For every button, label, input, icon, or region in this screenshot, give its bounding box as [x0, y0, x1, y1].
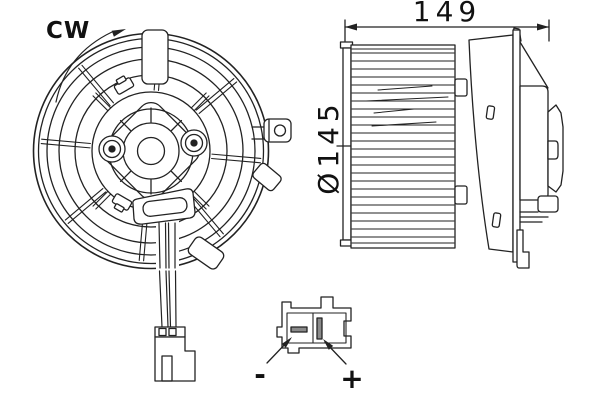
diameter-dimension-label: Ø145 [312, 99, 345, 194]
screw-boss-right [180, 129, 208, 157]
negative-pin [290, 326, 308, 333]
dimension-line-149 [344, 19, 550, 42]
wire-plug [154, 326, 196, 382]
clip-upper-left [113, 75, 135, 95]
motor-housing [516, 41, 564, 269]
top-mount-tab [141, 29, 169, 85]
rotation-arrow [55, 29, 126, 103]
motor-bottom-bracket [537, 195, 559, 213]
width-dimension-label: 149 [413, 0, 481, 28]
side-view [336, 19, 564, 269]
cw-arrowhead-icon [111, 29, 126, 37]
radial-ribs [40, 40, 262, 262]
mount-foot [516, 229, 530, 269]
clip-lower-left [111, 193, 133, 213]
cable-exit-plate [132, 188, 196, 270]
motor-mount-plate [91, 91, 211, 211]
tab-bottom-right [187, 236, 225, 270]
positive-leader-arrow [323, 339, 347, 365]
positive-terminal-label: + [340, 362, 363, 395]
connector-outline [276, 296, 352, 354]
connector-chambers [286, 312, 347, 344]
impeller-blades [351, 48, 455, 244]
motor-wires [158, 222, 177, 328]
connector-detail [266, 296, 352, 365]
rotation-direction-label: CW [46, 18, 90, 44]
cage-clip-bottom [454, 185, 468, 205]
impeller-cage [350, 44, 468, 249]
negative-leader-arrow [266, 337, 292, 364]
negative-terminal-label: - [254, 358, 266, 391]
bracket-screw-hole [273, 124, 287, 137]
blade-swirl-marks [365, 85, 449, 127]
front-view [32, 29, 292, 382]
screw-boss-left [98, 135, 126, 163]
positive-pin [316, 317, 323, 340]
motor-flange-plate [512, 29, 521, 263]
hub-ticks [119, 107, 183, 195]
motor-shaft-tip [547, 140, 559, 160]
dim-arrow-right-icon [537, 23, 549, 31]
mount-bracket-right [251, 118, 292, 143]
dim-arrow-left-icon [345, 23, 357, 31]
shaft-hole [136, 136, 166, 166]
tab-lower-right [252, 162, 282, 192]
plate-spokes [92, 92, 210, 210]
cage-clip-top [454, 78, 468, 97]
scroll-wall-panel [468, 27, 522, 253]
labels: CW 149 Ø145 - + [46, 0, 481, 395]
